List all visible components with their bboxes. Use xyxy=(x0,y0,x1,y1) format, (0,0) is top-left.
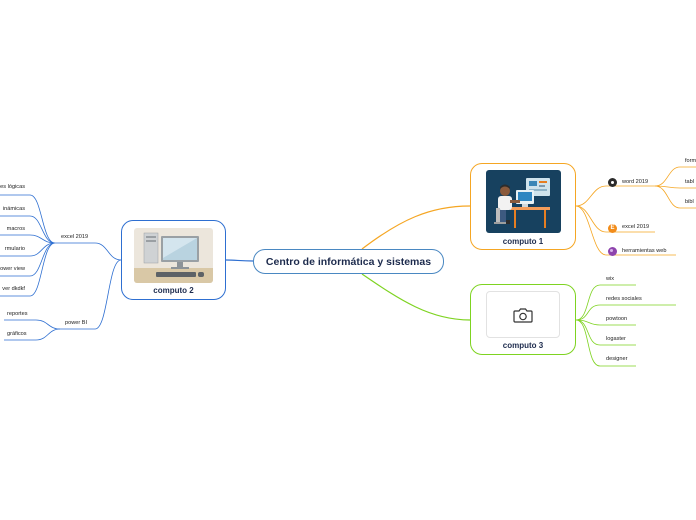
computo-2-label: computo 2 xyxy=(153,286,194,295)
connector-c1-web xyxy=(575,205,676,256)
excel-e-icon: E xyxy=(608,224,617,233)
subtopic-excel-power-view[interactable]: ower view xyxy=(0,266,25,272)
subtopic-word-bibl[interactable]: bibl xyxy=(685,199,694,205)
subtopic-excel-formulario[interactable]: rmulario xyxy=(4,246,25,252)
subtopic-powerbi-reportes[interactable]: reportes xyxy=(7,311,28,317)
connector-powerbi-1 xyxy=(4,319,61,330)
camera-icon xyxy=(513,307,533,323)
word-app-icon xyxy=(608,178,617,187)
central-topic[interactable]: Centro de informática y sistemas xyxy=(253,249,444,274)
connector-c3-wix xyxy=(575,284,636,321)
connector-central-computo1 xyxy=(361,205,471,250)
connector-c3-powtoon xyxy=(575,319,636,326)
subtopic-excel-2019-c2[interactable]: excel 2019 xyxy=(61,234,89,240)
web-tools-icon xyxy=(608,247,617,256)
connector-central-computo2 xyxy=(225,259,254,262)
subtopic-excel-2019-c1[interactable]: excel 2019 xyxy=(622,224,650,230)
subtopic-powerbi-graficos[interactable]: gráficos xyxy=(7,331,27,337)
subtopic-redes-sociales[interactable]: redes sociales xyxy=(606,296,642,302)
connector-word-form xyxy=(654,166,696,187)
subtopic-excel-macros[interactable]: macros xyxy=(6,226,25,232)
subtopic-word-2019[interactable]: word 2019 xyxy=(622,179,649,185)
connector-c2-powerbi xyxy=(60,259,122,330)
connector-central-computo3 xyxy=(361,273,471,321)
subtopic-wix[interactable]: wix xyxy=(606,276,615,282)
subtopic-power-bi[interactable]: power BI xyxy=(65,320,88,326)
topic-computo-3[interactable]: computo 3 xyxy=(470,284,576,355)
topic-computo-2[interactable]: computo 2 xyxy=(121,220,226,300)
connector-word-tabl xyxy=(654,185,696,189)
topic-computo-1[interactable]: computo 1 xyxy=(470,163,576,250)
image-placeholder[interactable] xyxy=(486,291,560,338)
subtopic-word-form[interactable]: form xyxy=(685,158,696,164)
connector-excel-1 xyxy=(0,194,56,244)
connector-excel-2 xyxy=(0,215,56,244)
connector-excel-6 xyxy=(0,242,56,297)
connector-excel-3 xyxy=(0,234,56,244)
connector-c1-excel xyxy=(575,205,655,233)
computo-1-label: computo 1 xyxy=(502,237,544,246)
subtopic-excel-dinamicas[interactable]: inámicas xyxy=(2,206,25,212)
computo-1-image xyxy=(486,170,561,233)
connector-excel-4 xyxy=(0,242,56,257)
subtopic-excel-dkdkf[interactable]: ver dkdkf xyxy=(2,286,25,292)
subtopic-designer[interactable]: designer xyxy=(606,356,628,362)
connector-c3-redes xyxy=(575,304,676,321)
connector-powerbi-2 xyxy=(4,328,61,341)
subtopic-herramientas-web[interactable]: herramientas web xyxy=(622,248,667,254)
computo-2-image xyxy=(134,228,213,283)
computo-3-label: computo 3 xyxy=(502,341,544,350)
connector-c3-designer xyxy=(575,319,636,367)
connector-c2-excel xyxy=(55,242,122,261)
subtopic-logaster[interactable]: logaster xyxy=(606,336,626,342)
subtopic-word-tabl[interactable]: tabl xyxy=(685,179,695,185)
subtopic-powtoon[interactable]: powtoon xyxy=(606,316,628,322)
subtopic-excel-logicas[interactable]: es lógicas xyxy=(0,184,25,190)
connector-word-bibl xyxy=(654,185,696,209)
central-topic-label: Centro de informática y sistemas xyxy=(265,255,432,268)
connector-c1-word xyxy=(575,185,655,207)
